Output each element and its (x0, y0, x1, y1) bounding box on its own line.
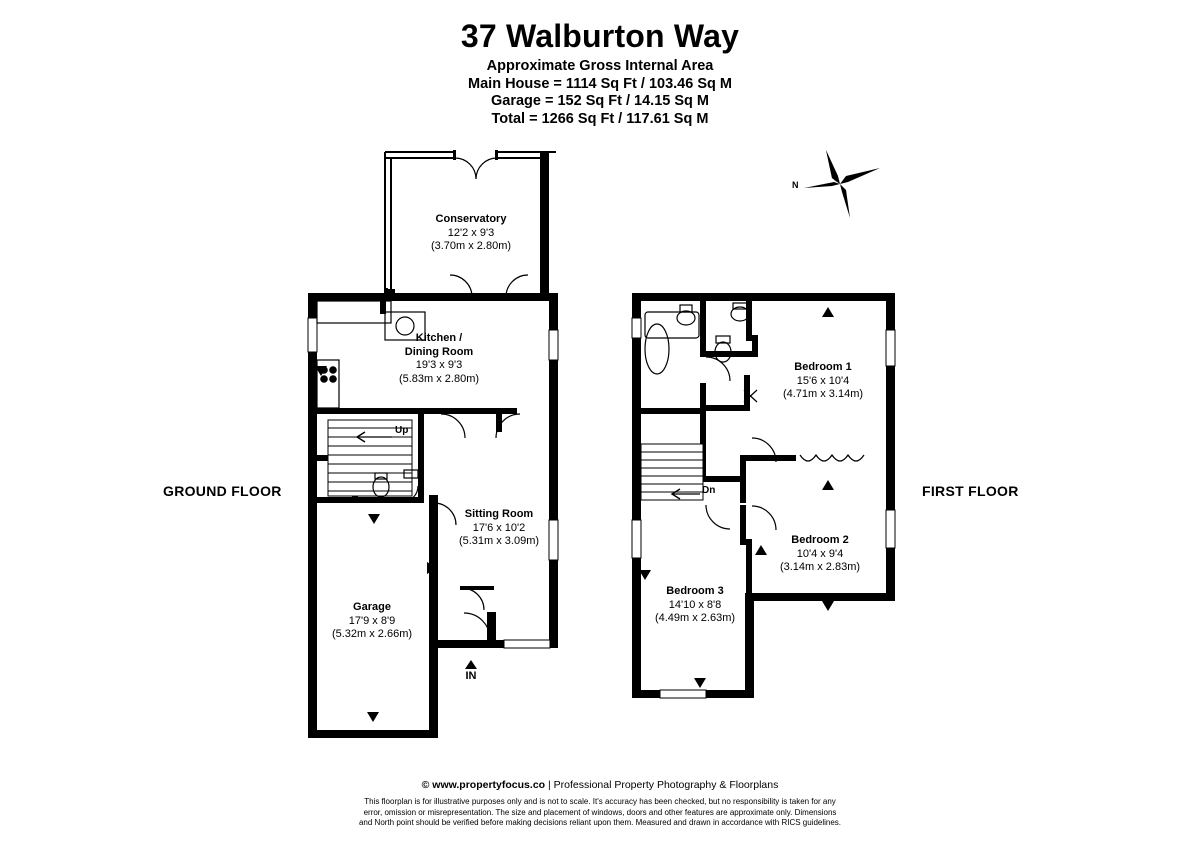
ground-floor-windows (307, 317, 559, 649)
ground-floor-dimension-arrows (315, 366, 437, 722)
room-dim-imperial-garage: 17'9 x 8'9 (348, 614, 396, 627)
room-label-garage: Garage 17'9 x 8'9 (5.32m x 2.66m) (292, 601, 452, 642)
front-door-swing (463, 612, 491, 640)
room-dim-metric-sitting-room: (5.31m x 3.09m) (458, 535, 540, 547)
room-dim-metric-bedroom-1: (4.71m x 3.14m) (782, 388, 864, 400)
room-name-sitting-room: Sitting Room (464, 508, 534, 520)
stairs-down-label: Dn (702, 485, 716, 496)
bedroom2-door-swing (751, 505, 777, 531)
area-line-2: Garage = 152 Sq Ft / 14.15 Sq M (491, 93, 709, 109)
room-label-bedroom-2: Bedroom 2 10'4 x 9'4 (3.14m x 2.83m) (740, 534, 900, 575)
entrance-marker: IN (456, 660, 486, 682)
room-name-kitchen-dining-line2: Dining Room (404, 345, 474, 358)
ground-floor-label: GROUND FLOOR (163, 483, 282, 499)
entrance-arrow-icon (465, 660, 477, 669)
room-name-bedroom-3: Bedroom 3 (666, 585, 724, 597)
porch-wall (460, 586, 494, 590)
area-line-0: Approximate Gross Internal Area (486, 58, 714, 74)
room-name-garage: Garage (353, 601, 391, 613)
area-summary: Approximate Gross Internal Area Main Hou… (0, 58, 1200, 128)
entrance-label: IN (465, 670, 477, 682)
stairs-up-label: Up (395, 425, 409, 436)
room-dim-imperial-bedroom-2: 10'4 x 9'4 (796, 547, 844, 560)
room-name-bedroom-1: Bedroom 1 (794, 361, 852, 373)
first-floor-dimension-arrows (639, 307, 834, 688)
disclaimer-line-2: and North point should be verified befor… (358, 818, 842, 827)
bathroom-fittings (644, 302, 750, 375)
sitting-room-door-swing (433, 502, 457, 526)
kitchen-partition-stub (380, 300, 386, 314)
room-dim-imperial-conservatory: 12'2 x 9'3 (447, 226, 495, 239)
first-floor-cupboards (743, 389, 758, 403)
kitchen-door-swing-1 (440, 413, 466, 439)
bedroom3-door-swing (705, 504, 731, 530)
disclaimer-line-0: This floorplan is for illustrative purpo… (364, 797, 836, 806)
footer-tagline: Professional Property Photography & Floo… (553, 779, 779, 791)
room-dim-imperial-kitchen-dining: 19'3 x 9'3 (415, 359, 463, 371)
room-name-kitchen-dining-line1: Kitchen / (415, 332, 463, 344)
room-label-sitting-room: Sitting Room 17'6 x 10'2 (5.31m x 3.09m) (419, 508, 579, 549)
room-label-bedroom-1: Bedroom 1 15'6 x 10'4 (4.71m x 3.14m) (743, 361, 903, 402)
room-dim-metric-bedroom-2: (3.14m x 2.83m) (779, 561, 861, 573)
first-floor-plan (631, 293, 896, 699)
page-title: 37 Walburton Way (460, 18, 740, 54)
disclaimer-line-1: error, omission or misrepresentation. Th… (363, 807, 837, 817)
room-dim-imperial-bedroom-1: 15'6 x 10'4 (796, 374, 850, 387)
bedroom1-wardrobe (799, 453, 865, 462)
room-label-kitchen-dining: Kitchen / Dining Room 19'3 x 9'3 (5.83m … (359, 332, 519, 386)
room-label-conservatory: Conservatory 12'2 x 9'3 (3.70m x 2.80m) (391, 213, 551, 254)
room-name-conservatory: Conservatory (435, 213, 507, 225)
conservatory-door-jamb-right (495, 150, 498, 160)
room-label-bedroom-3: Bedroom 3 14'10 x 8'8 (4.49m x 2.63m) (615, 585, 775, 626)
room-dim-imperial-bedroom-3: 14'10 x 8'8 (668, 598, 722, 611)
footer-credit: © www.propertyfocus.co | Professional Pr… (0, 779, 1200, 791)
room-name-bedroom-2: Bedroom 2 (791, 534, 849, 546)
first-floor-windows (631, 317, 896, 699)
conservatory-door-jamb-left (453, 150, 456, 160)
bathroom-door-swing (705, 356, 731, 382)
wc-fittings (372, 469, 419, 498)
area-line-3: Total = 1266 Sq Ft / 117.61 Sq M (491, 110, 709, 127)
room-dim-metric-bedroom-3: (4.49m x 2.63m) (654, 612, 736, 624)
footer-separator: | (545, 779, 554, 791)
room-dim-imperial-sitting-room: 17'6 x 10'2 (472, 521, 526, 534)
first-floor-label: FIRST FLOOR (922, 483, 1019, 499)
conservatory-door-swing-right (475, 157, 498, 180)
room-dim-metric-kitchen-dining: (5.83m x 2.80m) (398, 372, 480, 385)
compass-rose: N (790, 148, 882, 222)
compass-icon (804, 150, 880, 218)
conservatory-walls (384, 151, 556, 295)
ground-floor-staircase (327, 419, 413, 497)
first-floor-staircase (640, 443, 704, 501)
conservatory-right-wall (540, 152, 549, 300)
footer-disclaimer: This floorplan is for illustrative purpo… (0, 797, 1200, 829)
bedroom1-door-swing (751, 437, 777, 463)
compass-north-label: N (792, 180, 799, 190)
conservatory-door-swing-left (454, 157, 477, 180)
kitchen-door-swing-2 (495, 413, 521, 439)
wc-door-swing (401, 485, 419, 503)
ground-floor-plan (307, 150, 559, 738)
room-dim-metric-garage: (5.32m x 2.66m) (331, 628, 413, 640)
porch-inner-door-swing (461, 587, 485, 611)
room-dim-metric-conservatory: (3.70m x 2.80m) (430, 240, 512, 252)
footer-copyright: © www.propertyfocus.co (421, 779, 546, 791)
area-line-1: Main House = 1114 Sq Ft / 103.46 Sq M (468, 75, 732, 92)
